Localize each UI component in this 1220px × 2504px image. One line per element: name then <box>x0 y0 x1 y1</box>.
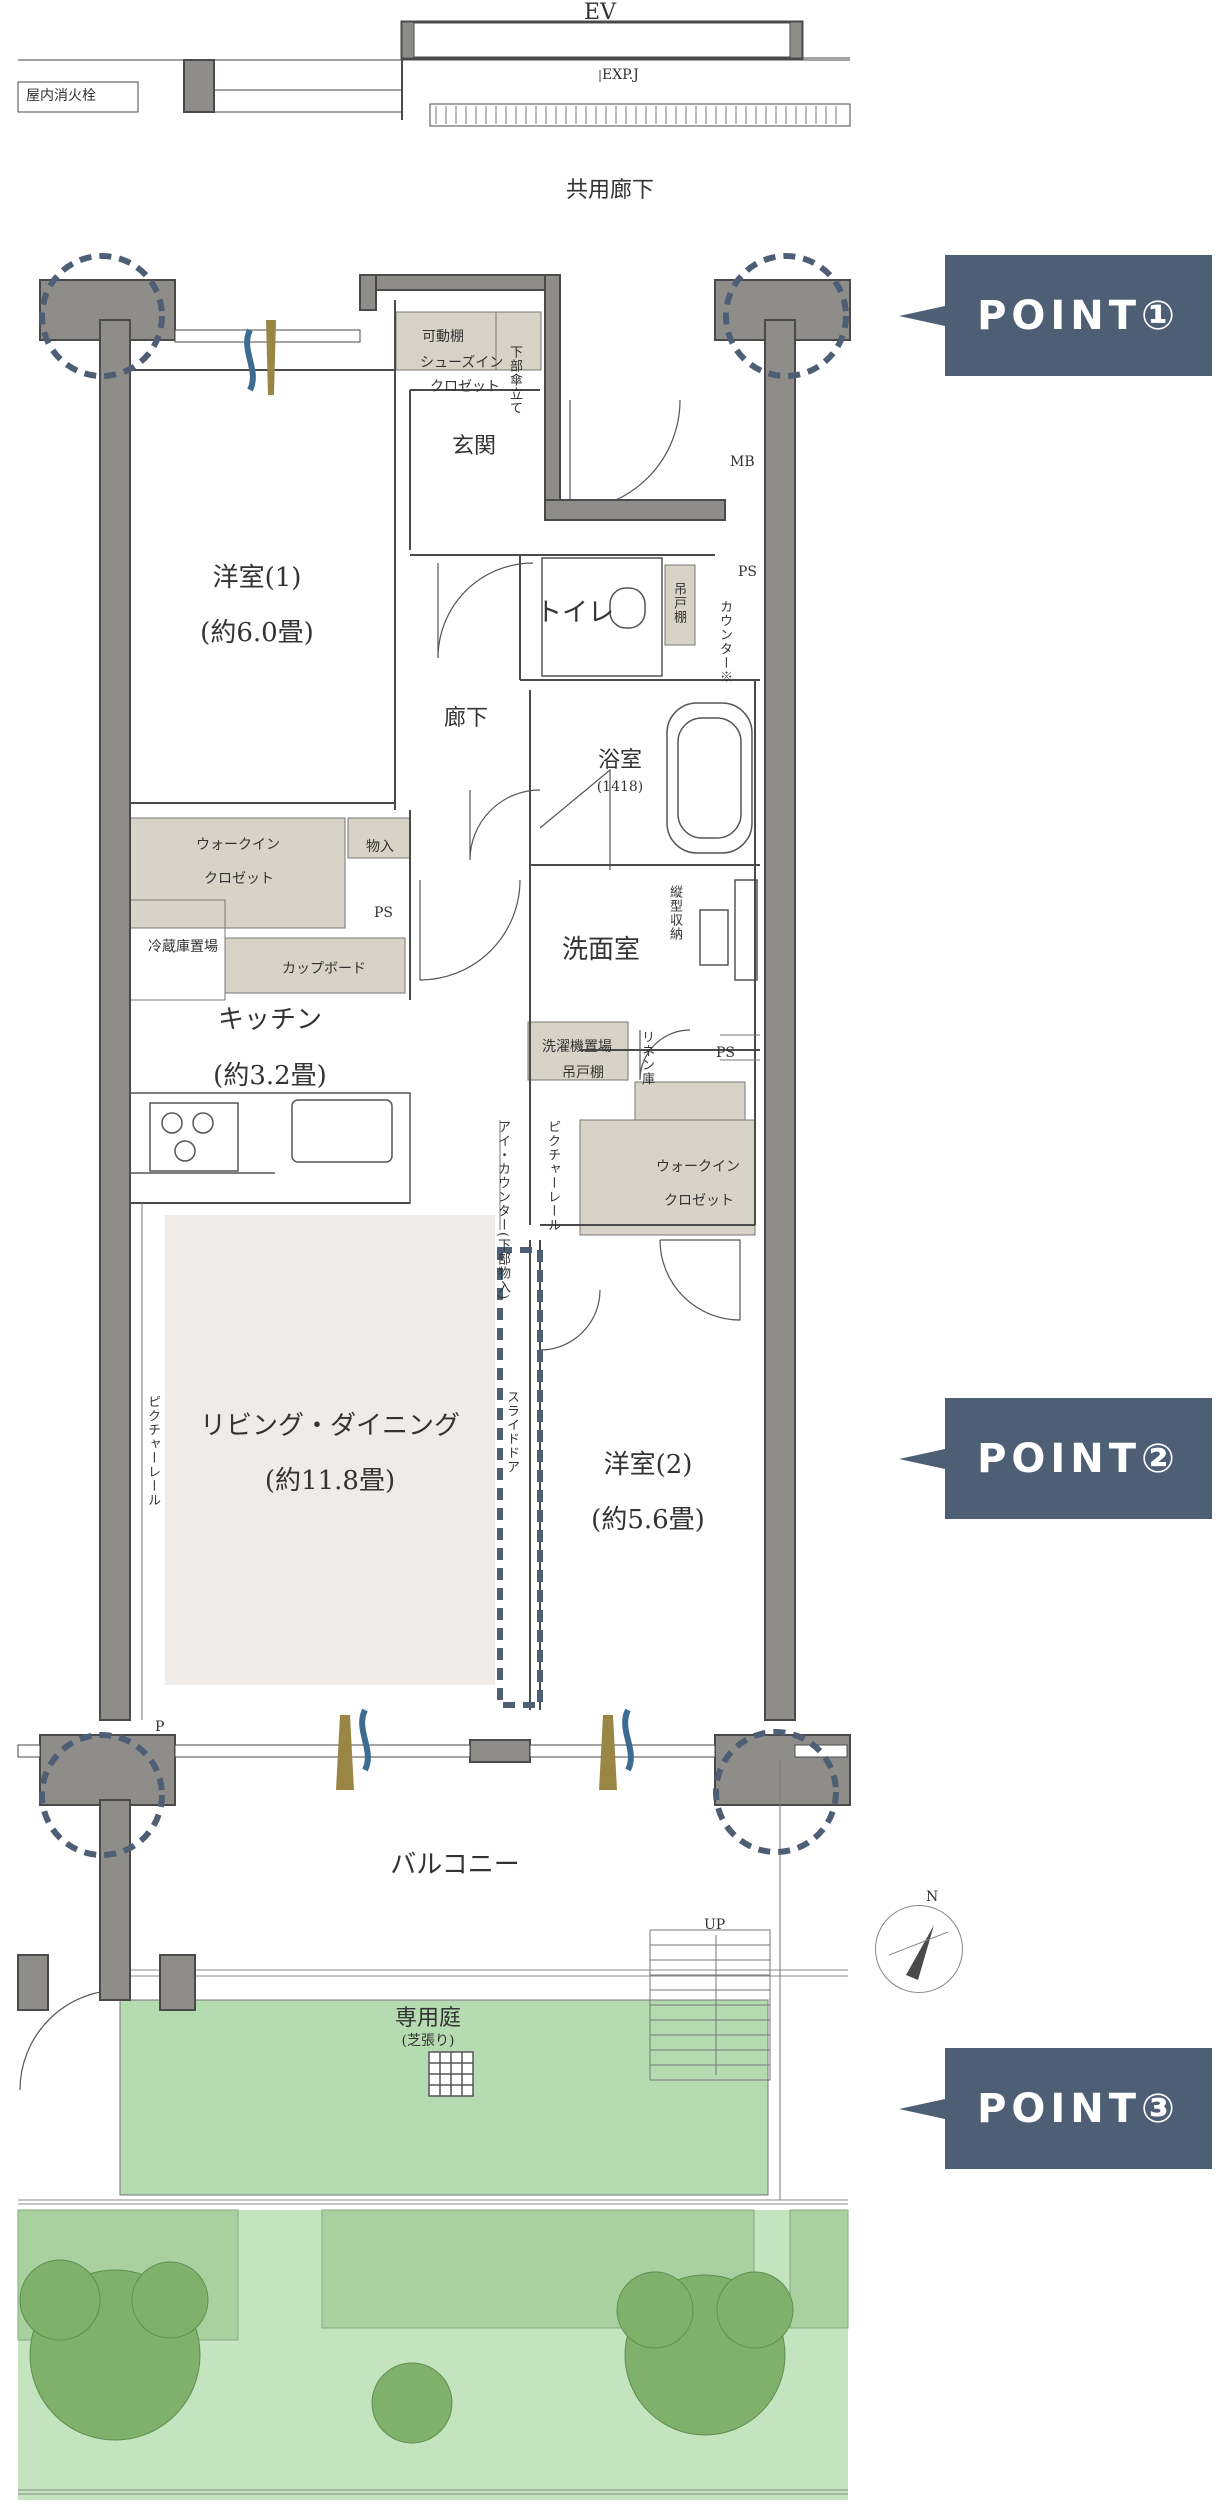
yoshitsu1-label: 洋室(1) <box>212 563 302 593</box>
picture-rail-mid-label: ピクチャーレール <box>545 1120 560 1232</box>
living-size: (約11.8畳) <box>264 1466 396 1496</box>
linen-label: リネン庫 <box>639 1030 654 1086</box>
trees <box>19 2259 794 2444</box>
washer-label: 洗濯機置場 <box>542 1039 612 1055</box>
picture-rail-left-label: ピクチャーレール <box>145 1395 160 1507</box>
point-highlights <box>39 253 849 1858</box>
point-2-badge: POINT② <box>899 1398 1212 1519</box>
ev-label: EV <box>584 0 616 25</box>
wic2-label: ウォークイン <box>656 1159 740 1175</box>
kadoudana-label: 可動棚 <box>422 329 464 345</box>
p-label: P <box>155 1719 165 1735</box>
living-floor <box>165 1215 495 1685</box>
walls <box>17 274 851 2011</box>
ps-label-3: PS <box>716 1045 736 1061</box>
slide-door-label: スライドドア <box>504 1390 519 1474</box>
kitchen-label: キッチン <box>217 1005 323 1035</box>
wic2-label-2: クロゼット <box>664 1193 734 1209</box>
ps-label-2: PS <box>374 905 394 921</box>
flooring-marks <box>244 320 634 1790</box>
monoire-label: 物入 <box>366 839 394 855</box>
bath-size-label: (1418) <box>596 779 644 795</box>
storage-blocks <box>129 311 756 1236</box>
yoshitsu2-label: 洋室(2) <box>603 1450 693 1480</box>
garden-area <box>119 1999 769 2196</box>
balcony-steps <box>649 1760 781 2200</box>
point-1-badge: POINT① <box>899 255 1212 376</box>
wic1-label-2: クロゼット <box>204 871 274 887</box>
wic1-label: ウォークイン <box>196 837 280 853</box>
toilet-label: トイレ <box>536 598 615 628</box>
ps-label-1: PS <box>738 564 758 580</box>
garden-sub-label: (芝張り) <box>401 2033 455 2049</box>
yoshitsu2-size: (約5.6畳) <box>591 1505 705 1535</box>
toilet-shelf-label: 吊戸棚 <box>671 582 686 624</box>
kitchen-counter <box>129 1092 411 1204</box>
roka-label: 廊下 <box>444 706 489 731</box>
wash-shelf-label: 吊戸棚 <box>562 1065 604 1081</box>
expj-label: EXP.J <box>602 67 639 83</box>
fridge-label: 冷蔵庫置場 <box>148 939 218 955</box>
up-label: UP <box>704 1917 726 1933</box>
expj-hatch <box>435 106 837 124</box>
bath-label: 浴室 <box>597 748 643 773</box>
garden-label: 専用庭 <box>394 2006 462 2031</box>
tate-shuno-label: 縦型収納 <box>667 885 682 941</box>
corridor-label: 共用廊下 <box>565 178 655 203</box>
shoes-closet-label-2: クロゼット <box>430 379 500 395</box>
senmen-label: 洗面室 <box>562 935 641 965</box>
ir-counter-label: アイ・カウンター(下部物入) <box>495 1120 510 1301</box>
yoshitsu1-size: (約6.0畳) <box>200 618 314 648</box>
cupboard-label: カップボード <box>282 961 366 977</box>
compass-icon <box>875 1905 963 1993</box>
umbrella-stand-label: 下部傘立て <box>507 345 522 415</box>
living-label: リビング・ダイニング <box>199 1411 461 1441</box>
garden-grate <box>428 2051 474 2097</box>
balcony-label: バルコニー <box>390 1850 520 1880</box>
garden-fences <box>18 1969 848 2495</box>
hydrant-label: 屋内消火栓 <box>26 88 96 104</box>
point-3-badge: POINT③ <box>899 2048 1212 2169</box>
genkan-label: 玄関 <box>452 434 497 459</box>
toilet-counter-label: カウンター※ <box>717 600 732 684</box>
shoes-closet-label: シューズイン <box>420 355 504 371</box>
bath-fixtures <box>541 557 758 981</box>
top-building-area <box>17 20 851 127</box>
north-label: N <box>926 1889 939 1905</box>
kitchen-size: (約3.2畳) <box>213 1061 327 1091</box>
mb-label: MB <box>730 454 755 470</box>
